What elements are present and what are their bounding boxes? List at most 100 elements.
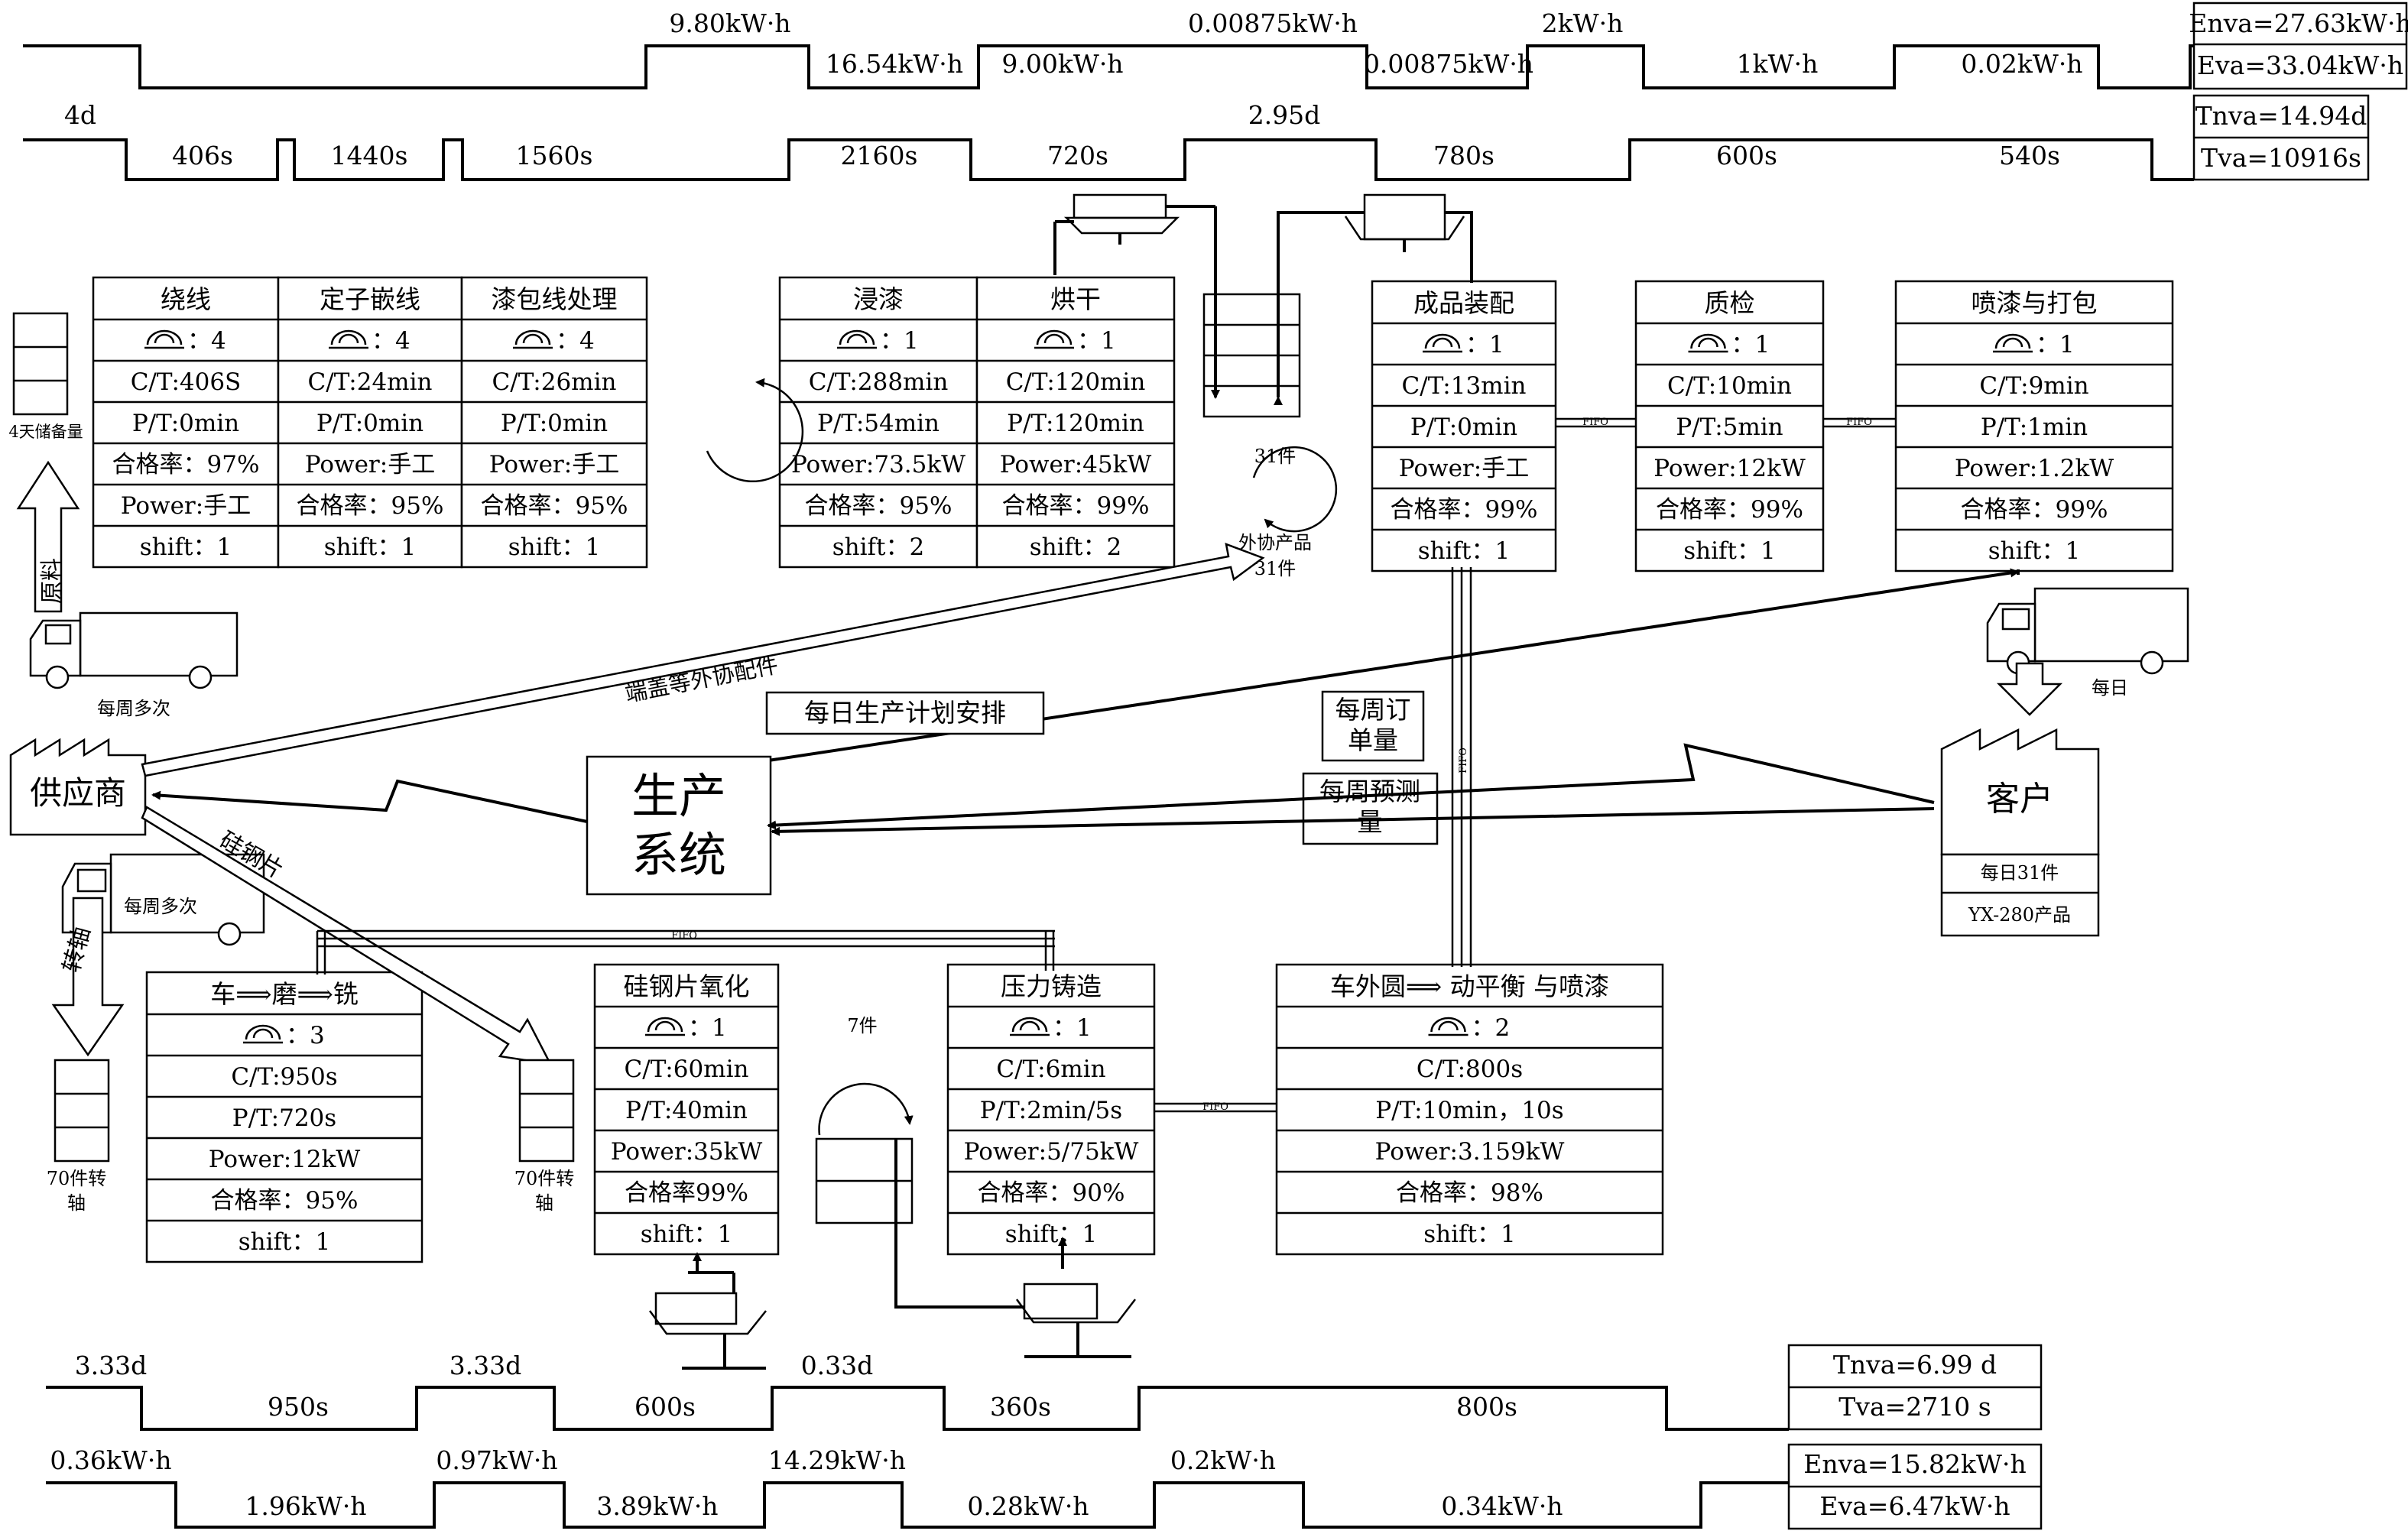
process-frame xyxy=(946,963,1156,1256)
storage-4day-label: 4天储备量 xyxy=(8,423,83,441)
process-box-varnish-wire: 漆包线处理：4C/T:26minP/T:0minPower:手工合格率：95%s… xyxy=(460,276,648,569)
process-frame xyxy=(145,971,424,1263)
weekly-order: 每周订 单量 xyxy=(1321,690,1425,762)
storage-rack-icon xyxy=(518,1059,575,1163)
process-row: 合格率：99% xyxy=(1391,496,1538,524)
process-row: Power:1.2kW xyxy=(1955,455,2114,482)
bottom-energy-low-1: 1.96kW·h xyxy=(245,1491,366,1521)
top-energy-low-2: 9.00kW·h xyxy=(1001,49,1123,79)
rotation-arrow-icon xyxy=(706,378,804,483)
fifo-label-2: FIFO xyxy=(1846,417,1872,428)
bottom-energy-high-3: 14.29kW·h xyxy=(768,1445,906,1475)
operator-count: ：1 xyxy=(1465,331,1504,358)
bottom-time-timeline: 3.33d 3.33d 0.33d 950s 600s 360s 800s Tn… xyxy=(46,1344,2043,1431)
process-row: 合格率：97% xyxy=(112,451,260,478)
process-row: 合格率：95% xyxy=(211,1187,359,1215)
loop-cycle-icon xyxy=(818,1082,914,1136)
bottom-energy-low-3: 0.28kW·h xyxy=(967,1491,1089,1521)
process-title: 漆包线处理 xyxy=(492,284,618,314)
process-row: C/T:9min xyxy=(1979,372,2088,400)
process-box-dry: 烘干：1C/T:120minP/T:120minPower:45kW合格率：99… xyxy=(975,276,1176,569)
operator-count: ：1 xyxy=(880,327,919,355)
process-box-dip: 浸漆：1C/T:288minP/T:54minPower:73.5kW合格率：9… xyxy=(778,276,978,569)
bottom-eva: Eva=6.47kW·h xyxy=(1819,1491,2010,1521)
process-row: shift：1 xyxy=(324,533,416,561)
process-box-paint-pack: 喷漆与打包：1C/T:9minP/T:1minPower:1.2kW合格率：99… xyxy=(1894,280,2174,572)
process-frame xyxy=(277,276,463,569)
process-row: P/T:40min xyxy=(625,1097,748,1124)
weekly-forecast-box xyxy=(1302,772,1439,845)
process-boxes: 绕线：4C/T:406SP/T:0min合格率：97%Power:手工shift… xyxy=(92,276,2174,1263)
operator-count: ：3 xyxy=(286,1022,325,1049)
process-row: 合格率：95% xyxy=(805,492,952,520)
process-frame xyxy=(1634,280,1825,572)
weekly-multi-label-1: 每周多次 xyxy=(97,698,170,719)
top-energy-high-3: 2kW·h xyxy=(1542,8,1624,38)
process-row: Power:5/75kW xyxy=(964,1138,1139,1166)
process-row: Power:12kW xyxy=(209,1146,361,1173)
process-frame xyxy=(1275,963,1664,1256)
process-row: P/T:2min/5s xyxy=(980,1097,1122,1124)
process-frame xyxy=(778,276,978,569)
process-title: 定子嵌线 xyxy=(320,284,420,314)
hopper-2 xyxy=(1274,193,1473,405)
process-box-winding: 绕线：4C/T:406SP/T:0min合格率：97%Power:手工shift… xyxy=(92,276,280,569)
operator-icon xyxy=(839,329,875,345)
process-box-casting: 压力铸造：1C/T:6minP/T:2min/5sPower:5/75kW合格率… xyxy=(946,963,1156,1256)
process-row: C/T:26min xyxy=(492,368,617,396)
outsourced-cycle-icon xyxy=(1252,446,1338,533)
bottom-tva: Tva=2710 s xyxy=(1838,1392,1991,1422)
top-time-low-3: 1560s xyxy=(516,141,593,170)
customer-product: YX-280产品 xyxy=(1968,904,2071,926)
operator-icon xyxy=(146,329,183,345)
bottom-energy-timeline: 0.36kW·h 0.97kW·h 14.29kW·h 0.2kW·h 1.96… xyxy=(46,1443,2043,1530)
outsourced-product: 外协产品 31件 31件 xyxy=(1238,446,1338,579)
hopper-1 xyxy=(1053,193,1220,399)
process-row: C/T:24min xyxy=(308,368,433,396)
bottom-machine-1 xyxy=(648,1271,767,1370)
process-box-qc: 质检：1C/T:10minP/T:5minPower:12kW合格率：99%sh… xyxy=(1634,280,1825,572)
info-flow-forecast xyxy=(771,807,1935,836)
top-time-high-1: 4d xyxy=(64,100,96,130)
process-row: P/T:0min xyxy=(316,410,424,437)
fifo-qc-paint: FIFO xyxy=(1823,417,1896,428)
customer-label: 客户 xyxy=(1986,780,2053,819)
bottom-tnva: Tnva=6.99 d xyxy=(1833,1350,1997,1380)
process-row: 合格率：99% xyxy=(1961,496,2108,524)
shaft-70-b-line2: 轴 xyxy=(535,1192,553,1214)
process-row: Power:手工 xyxy=(305,451,435,478)
bottom-time-low-4: 800s xyxy=(1456,1392,1517,1422)
process-row: Power:73.5kW xyxy=(791,451,965,478)
process-frame xyxy=(92,276,280,569)
operator-count: ：1 xyxy=(2036,331,2075,358)
machine-icon xyxy=(1023,1283,1099,1320)
customer-truck: 每日 xyxy=(1986,587,2189,716)
process-title: 压力铸造 xyxy=(1001,971,1102,1001)
fifo-label-vertical: FIFO xyxy=(1458,748,1469,773)
process-row: Power:3.159kW xyxy=(1375,1138,1565,1166)
production-system-line1: 生产 xyxy=(631,768,726,824)
top-enva: Enva=27.63kW·h xyxy=(2189,8,2408,38)
bottom-energy-low-4: 0.34kW·h xyxy=(1441,1491,1563,1521)
shaft-storage-2: 70件转 轴 xyxy=(514,1059,575,1214)
top-time-low-1: 406s xyxy=(172,141,233,170)
operator-icon xyxy=(1036,329,1073,345)
process-frame xyxy=(975,276,1176,569)
machine-icon xyxy=(1363,193,1446,241)
process-row: P/T:0min xyxy=(501,410,608,437)
shaft-70-a-line2: 轴 xyxy=(67,1192,86,1214)
storage-rack-icon xyxy=(54,1059,110,1163)
process-row: shift：1 xyxy=(1418,537,1510,565)
process-box-outer: 车外圆⟹ 动平衡 与喷漆：2C/T:800sP/T:10min，10sPower… xyxy=(1275,963,1664,1256)
process-title: 车外圆⟹ 动平衡 与喷漆 xyxy=(1330,971,1609,1001)
operator-icon xyxy=(1011,1017,1048,1033)
machine-icon xyxy=(654,1292,738,1325)
process-row: Power:手工 xyxy=(121,492,251,520)
production-system: 生产 系统 xyxy=(586,755,772,896)
process-row: P/T:0min xyxy=(1410,413,1517,441)
customer-factory-icon xyxy=(1940,728,2100,856)
process-row: P/T:120min xyxy=(1007,410,1144,437)
weekly-order-line1: 每周订 xyxy=(1335,695,1411,725)
process-box-stator: 定子嵌线：4C/T:24minP/T:0minPower:手工合格率：95%sh… xyxy=(277,276,463,569)
process-row: Power:45kW xyxy=(1000,451,1152,478)
